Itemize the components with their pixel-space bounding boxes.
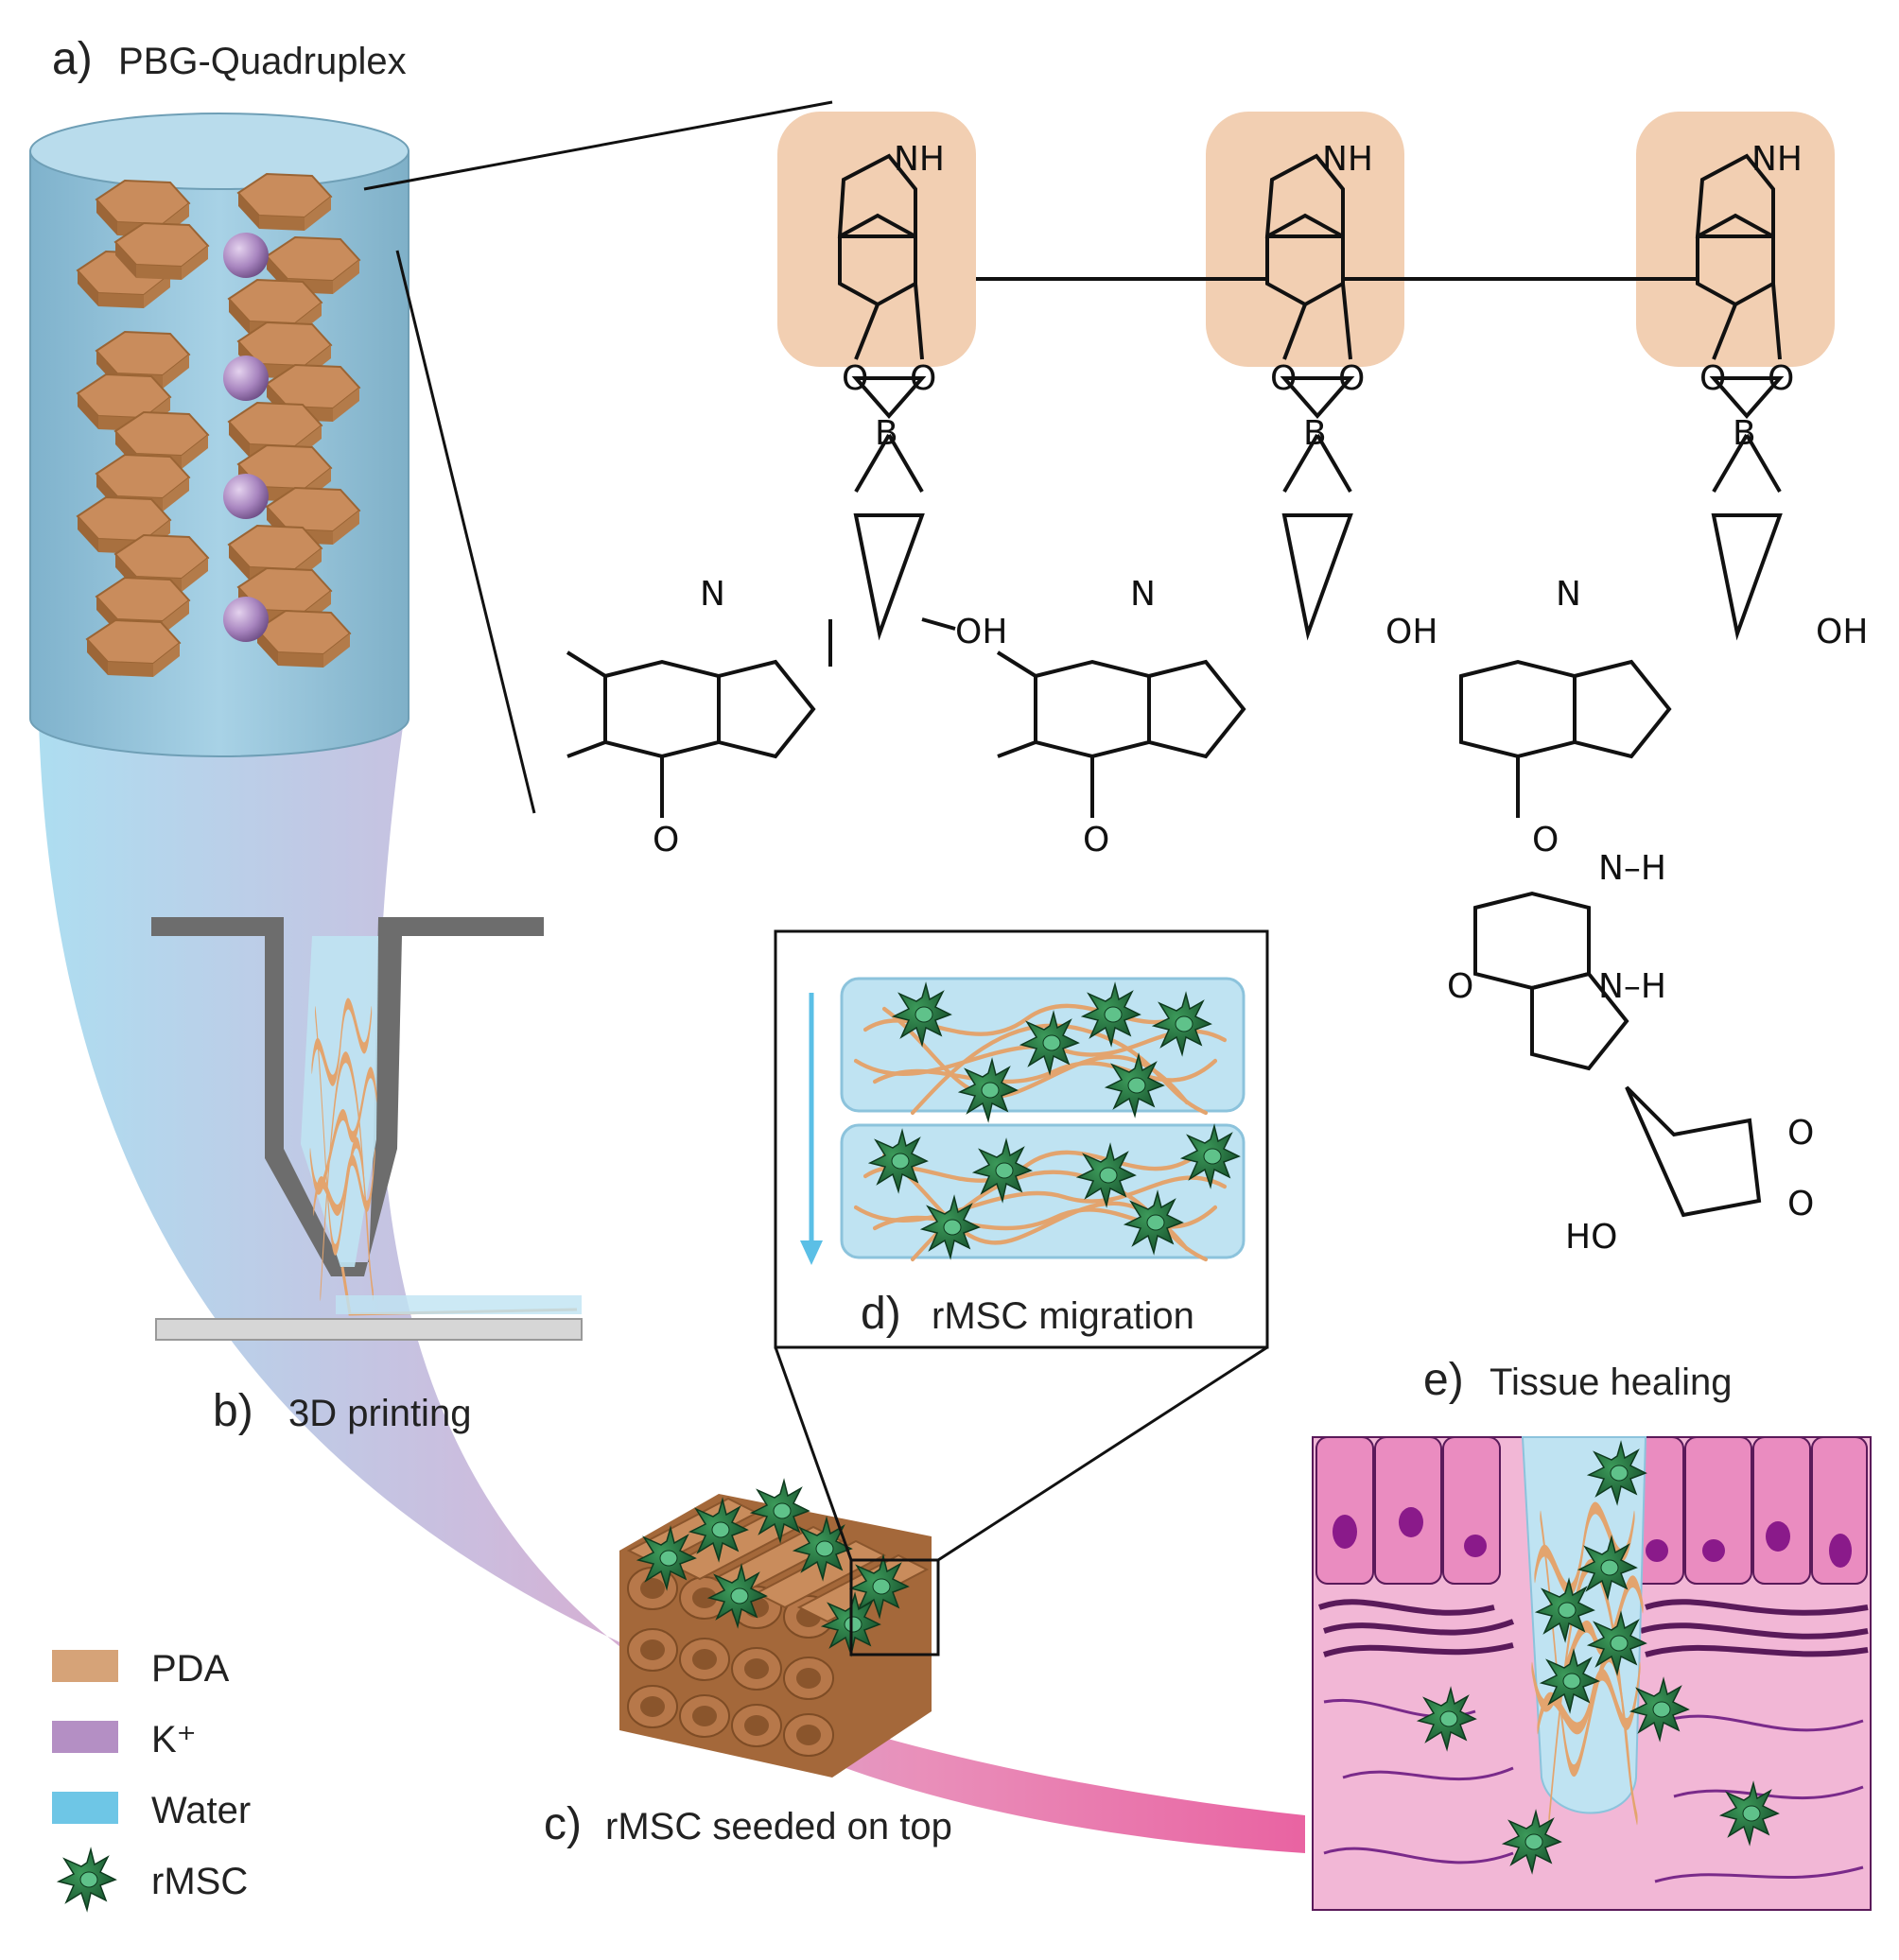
scaffold-block (619, 1480, 940, 1778)
carbonyl-o-label: O (1532, 821, 1559, 859)
nh-h-label: N–H (1598, 849, 1666, 888)
panel-e-letter: e) (1423, 1355, 1464, 1405)
o-label: O (842, 359, 868, 398)
panel-b-letter: b) (213, 1386, 253, 1436)
ho-label: HO (1565, 1218, 1617, 1257)
panel-e-title: Tissue healing (1490, 1362, 1732, 1403)
panel-b-title: 3D printing (288, 1393, 471, 1434)
legend: PDA K⁺ Water rMSC (52, 1648, 251, 1911)
legend-swatch-water (52, 1792, 118, 1824)
zoom-line-top (363, 100, 833, 191)
printer-nozzle (151, 917, 583, 1341)
panel-a-letter: a) (52, 34, 93, 84)
n-label: N (1130, 575, 1156, 614)
panel-d-letter: d) (861, 1289, 901, 1339)
chemical-structure (566, 112, 1835, 1218)
panel-c-title: rMSC seeded on top (605, 1806, 952, 1847)
n-label: N (1556, 575, 1581, 614)
n-label: N (700, 575, 725, 614)
zoom-line-bottom (395, 250, 536, 814)
legend-swatch-k (52, 1721, 118, 1753)
o-label: O (1787, 1185, 1814, 1223)
legend-swatch-pda (52, 1650, 118, 1682)
legend-label-pda: PDA (151, 1648, 230, 1690)
quadruplex-cylinder (29, 113, 409, 757)
legend-label-water: Water (151, 1790, 251, 1831)
carbonyl-o-label-4: O (1447, 967, 1473, 1006)
nh-h-label: N–H (1598, 967, 1666, 1006)
nh-label-3: NH (1751, 140, 1803, 179)
monomer-1 (566, 112, 976, 818)
monomer-2 (996, 112, 1404, 818)
cell-icon (58, 1848, 116, 1911)
legend-label-k: K⁺ (151, 1719, 197, 1761)
o-label: O (1787, 1114, 1814, 1153)
b-label-1: B (875, 414, 898, 453)
legend-label-rmsc: rMSC (151, 1861, 248, 1902)
zoom-line-d-right (937, 1345, 1268, 1562)
panel-d-title: rMSC migration (932, 1295, 1194, 1337)
oh-label-3: OH (1816, 613, 1868, 651)
panel-labels: a) PBG-Quadruplex b) 3D printing c) rMSC… (52, 34, 1732, 1849)
nh-label-2: NH (1322, 140, 1373, 179)
monomer-3 (1459, 112, 1835, 1218)
panel-c-letter: c) (544, 1799, 582, 1849)
o-label: O (1338, 359, 1365, 398)
o-label: O (1270, 359, 1297, 398)
o-label: O (1699, 359, 1726, 398)
tissue-panel (1312, 1436, 1872, 1911)
carbonyl-o-label: O (1083, 821, 1109, 859)
oh-label-2: OH (1385, 613, 1437, 651)
zoom-line-d-left (774, 1346, 853, 1561)
o-label: O (1768, 359, 1794, 398)
o-label: O (910, 359, 936, 398)
migration-panel (774, 929, 1269, 1349)
b-label-3: B (1733, 414, 1756, 453)
b-label-2: B (1303, 414, 1327, 453)
potassium-ions (223, 233, 269, 642)
nh-label-1: NH (894, 140, 945, 179)
chem-labels: NH NH NH O O B O O B O O B OH OH OH N N … (653, 140, 1868, 1257)
oh-label-1: OH (955, 613, 1007, 651)
carbonyl-o-label: O (653, 821, 679, 859)
panel-a-title: PBG-Quadruplex (118, 41, 407, 82)
